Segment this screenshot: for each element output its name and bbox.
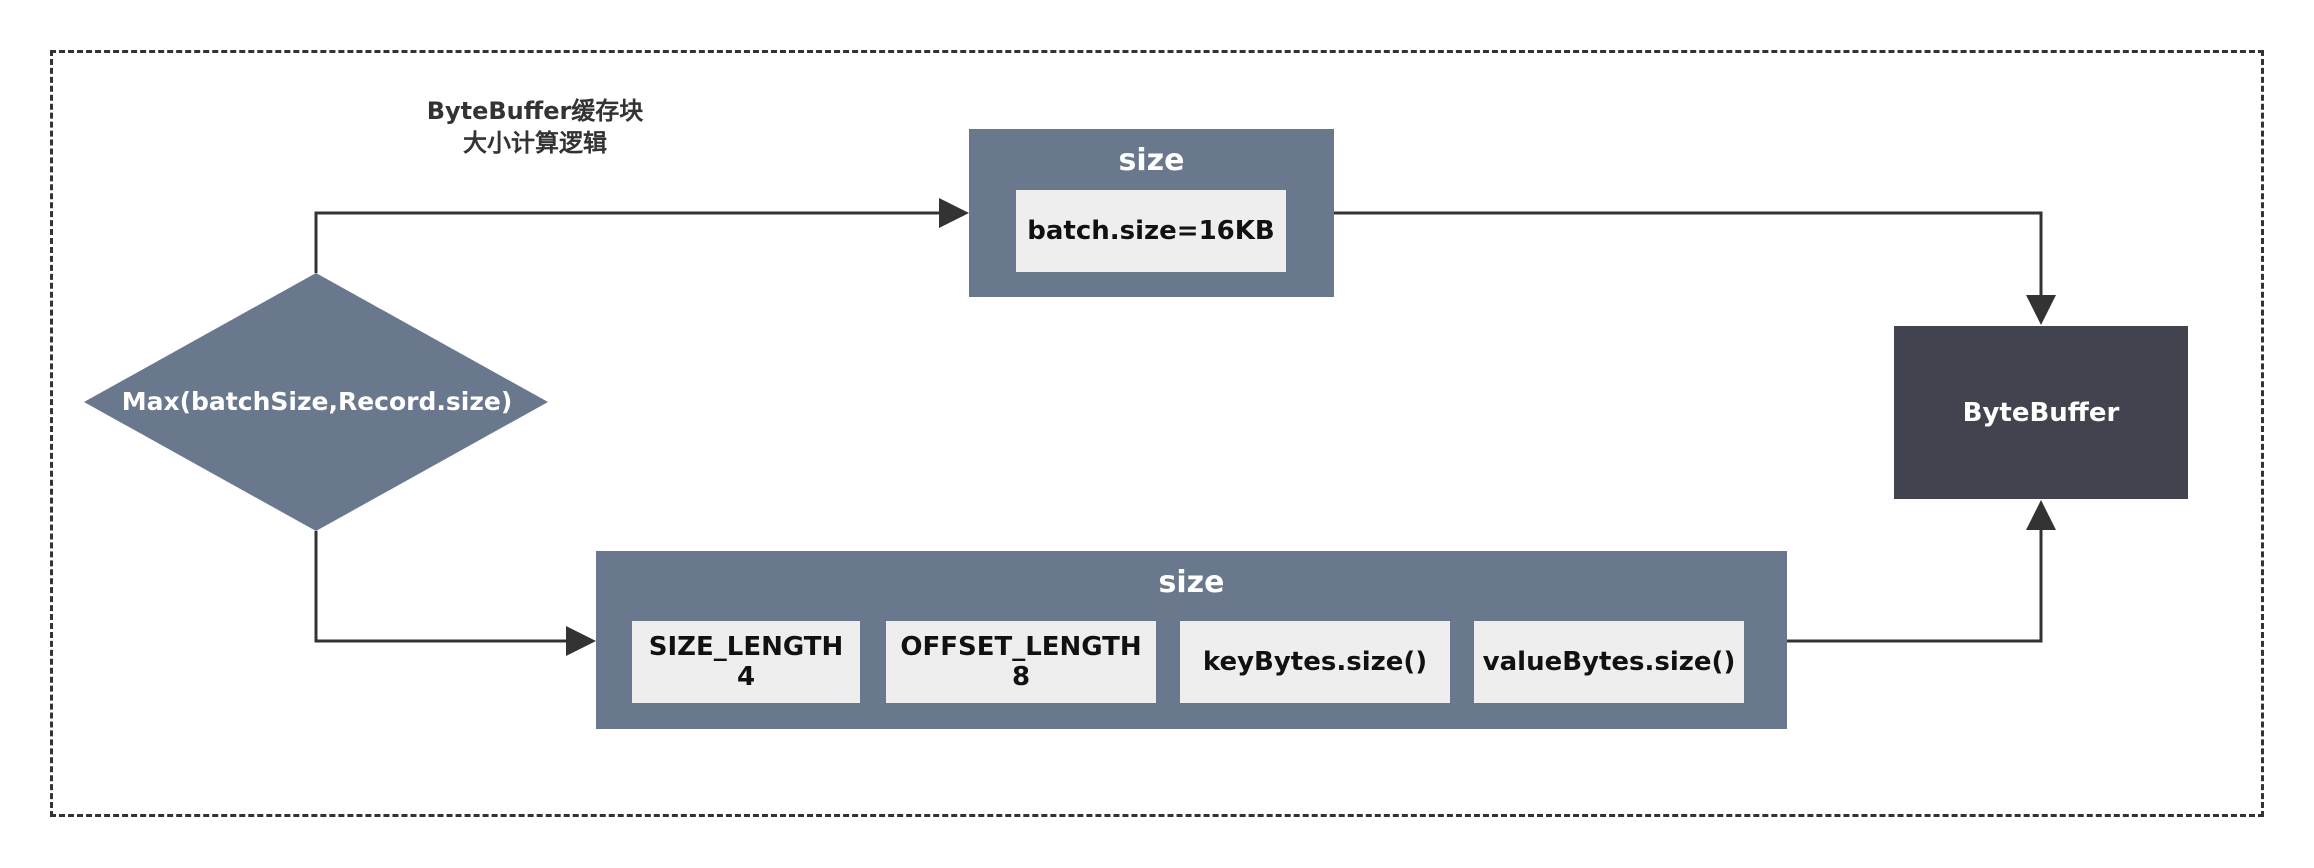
decision-label: Max(batchSize,Record.size)	[121, 387, 513, 416]
caption-line-2: 大小计算逻辑	[463, 129, 607, 157]
bottom-size-title: size	[1158, 565, 1225, 600]
caption-line-1: ByteBuffer缓存块	[426, 97, 644, 125]
bytebuffer-label: ByteBuffer	[1962, 397, 2120, 428]
dashed-frame	[50, 50, 2264, 817]
arrow-diamond-to-bottom-box	[314, 531, 596, 656]
arrow-diamond-to-top-box	[314, 198, 969, 273]
batch-size-cell: batch.size=16KB	[1016, 190, 1286, 272]
size-length-cell: SIZE_LENGTH 4	[632, 621, 860, 703]
size-length-label: SIZE_LENGTH	[648, 632, 844, 662]
value-bytes-label: valueBytes.size()	[1482, 647, 1736, 677]
value-bytes-cell: valueBytes.size()	[1474, 621, 1744, 703]
key-bytes-label: keyBytes.size()	[1202, 647, 1428, 677]
offset-length-cell: OFFSET_LENGTH 8	[886, 621, 1156, 703]
arrow-top-box-to-bytebuffer	[1334, 211, 2056, 325]
bytebuffer-box: ByteBuffer	[1894, 326, 2188, 499]
arrow-bottom-box-to-bytebuffer	[1787, 500, 2056, 643]
key-bytes-cell: keyBytes.size()	[1180, 621, 1450, 703]
top-size-box: size batch.size=16KB	[969, 129, 1334, 297]
diagram-caption: ByteBuffer缓存块 大小计算逻辑	[380, 95, 690, 159]
decision-diamond	[84, 273, 548, 531]
size-length-value: 4	[736, 662, 756, 692]
offset-length-value: 8	[1011, 662, 1031, 692]
top-size-title: size	[1118, 143, 1185, 178]
bottom-size-box: size SIZE_LENGTH 4 OFFSET_LENGTH 8 keyBy…	[596, 551, 1787, 729]
offset-length-label: OFFSET_LENGTH	[900, 632, 1142, 662]
